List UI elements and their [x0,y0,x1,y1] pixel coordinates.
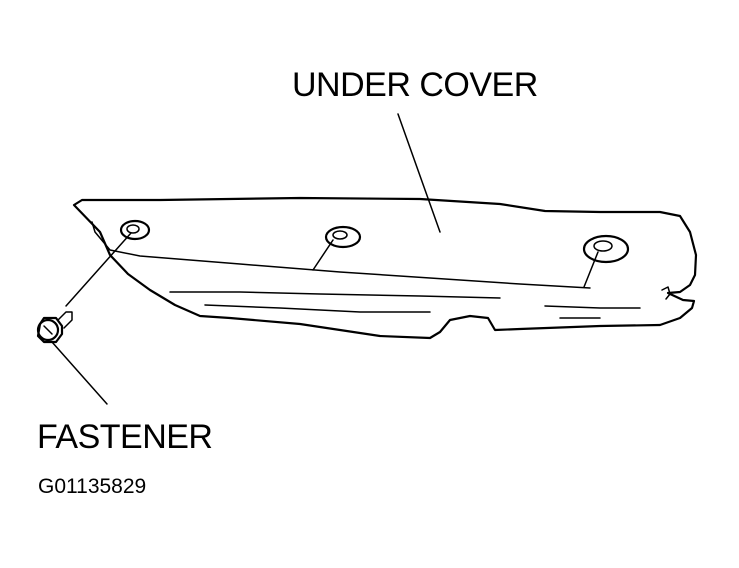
fastener-clip [36,311,73,344]
figure-id-label: G01135829 [38,475,147,498]
leader-fastener-to-hole [65,232,132,307]
mounting-hole-right [582,234,630,264]
leader-middle-hole [312,239,334,271]
fastener-label: FASTENER [37,418,213,456]
mounting-hole-left [119,219,151,241]
under-cover-label: UNDER COVER [292,66,538,104]
leader-under-cover [397,113,441,233]
under-cover-panel [72,196,698,340]
leader-right-hole [583,251,599,288]
mounting-hole-middle [324,225,362,249]
leader-fastener-label [51,341,108,405]
